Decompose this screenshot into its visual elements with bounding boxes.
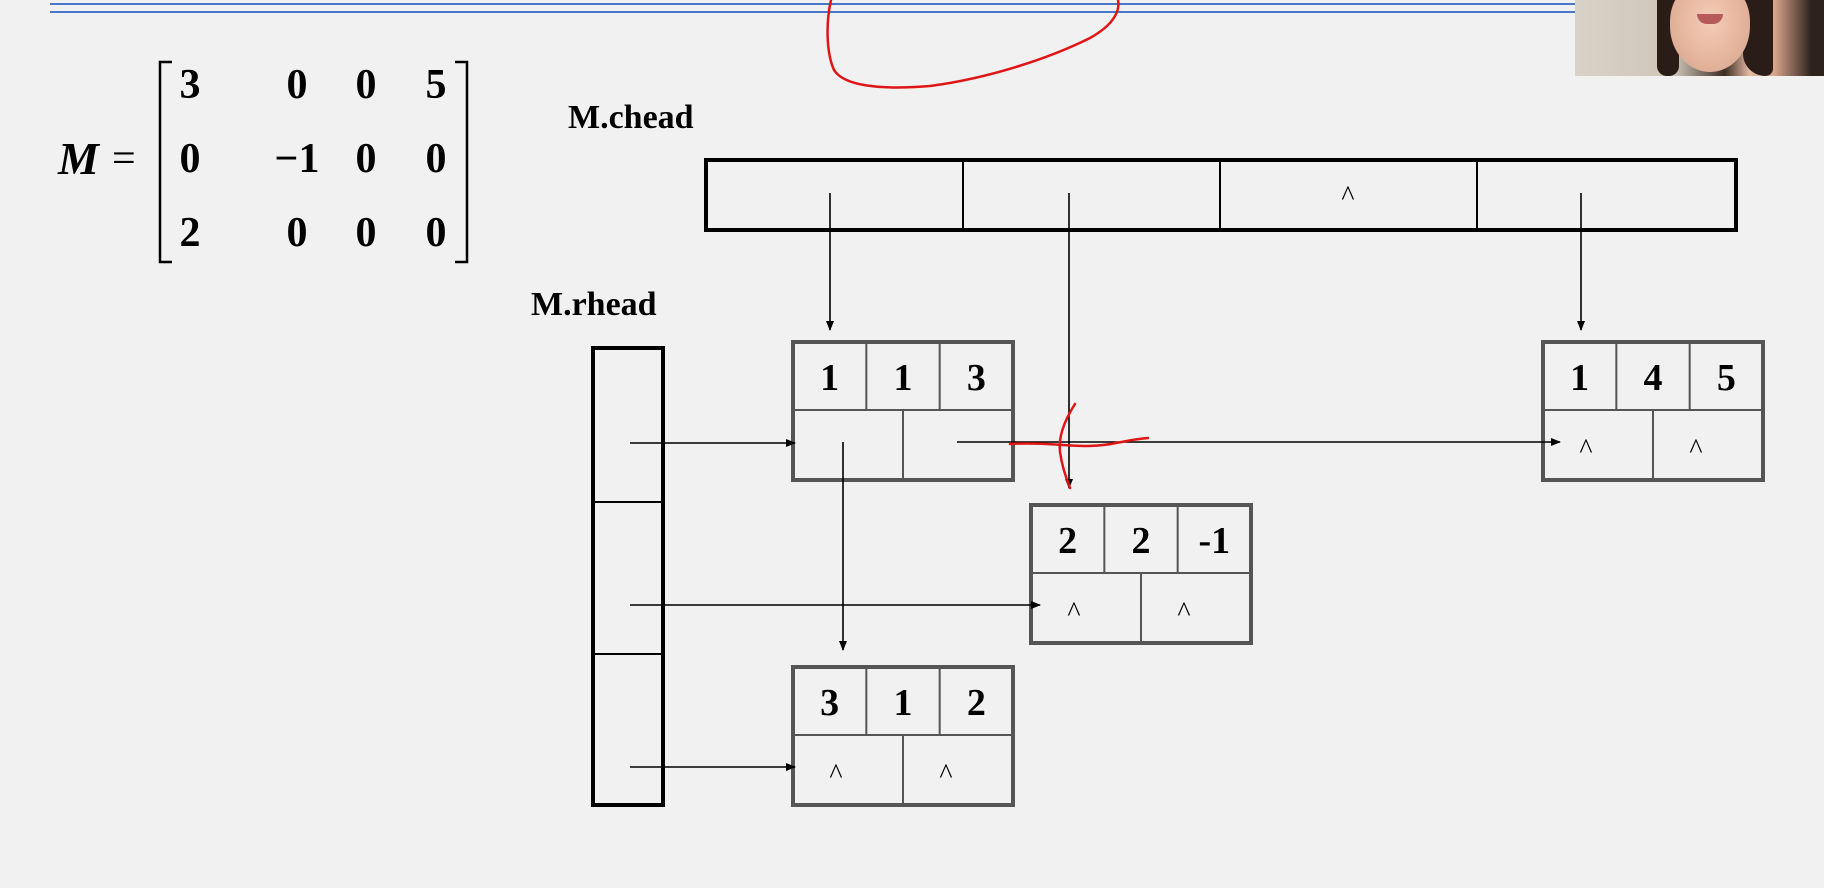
node-pointer-down: ^ xyxy=(939,759,952,790)
node-layer: 1 1 3 1 4 5 ^ ^ 2 2 -1 ^ ^ 3 1 2 ^ ^ xyxy=(791,340,1765,807)
matrix-cell: 0 xyxy=(356,210,377,256)
matrix-right-bracket xyxy=(455,60,469,264)
chead-cell-3: ^ xyxy=(1341,181,1354,212)
node-field-value: 3 xyxy=(967,357,986,399)
matrix-cell: 0 xyxy=(287,62,308,108)
matrix-cell: 0 xyxy=(287,210,308,256)
node-pointer-down: ^ xyxy=(1689,434,1702,465)
node-3-1-2: 3 1 2 ^ ^ xyxy=(791,665,1015,807)
node-2-2-neg1: 2 2 -1 ^ ^ xyxy=(1029,503,1253,645)
pointer-arrows xyxy=(630,193,1585,771)
matrix-cell: 5 xyxy=(426,62,447,108)
slide-top-rule xyxy=(50,3,1575,13)
matrix-cell: −1 xyxy=(275,136,320,182)
presenter-webcam-overlay xyxy=(1575,0,1824,76)
matrix-cell: 0 xyxy=(426,210,447,256)
matrix-cells: 3 0 0 5 0 −1 0 0 2 0 0 0 xyxy=(180,62,447,256)
red-annotation xyxy=(826,0,1150,490)
rhead-label: M.rhead xyxy=(531,286,657,323)
annotation-cross-stroke-vertical xyxy=(1058,402,1077,490)
matrix-cell: 0 xyxy=(356,136,377,182)
node-pointer-right: ^ xyxy=(1579,434,1592,465)
node-field-value: 2 xyxy=(967,682,986,724)
node-field-row: 1 xyxy=(820,357,839,399)
matrix-cell: 2 xyxy=(180,210,201,256)
matrix-name: M xyxy=(57,133,101,184)
rhead-array xyxy=(591,346,665,807)
node-1-1-3: 1 1 3 xyxy=(791,340,1015,482)
node-pointer-right: ^ xyxy=(1067,597,1080,628)
node-field-row: 2 xyxy=(1058,520,1077,562)
annotation-cross-stroke-horizontal xyxy=(1008,436,1150,448)
node-pointer-right: ^ xyxy=(829,759,842,790)
node-field-col: 1 xyxy=(894,682,913,724)
node-pointer-down: ^ xyxy=(1177,597,1190,628)
matrix-equals: = xyxy=(112,136,136,182)
node-field-col: 4 xyxy=(1644,357,1663,399)
matrix-cell: 0 xyxy=(356,62,377,108)
node-field-row: 3 xyxy=(820,682,839,724)
node-field-row: 1 xyxy=(1570,357,1589,399)
node-field-col: 1 xyxy=(894,357,913,399)
matrix-expression: M = 3 0 0 5 0 −1 0 0 2 0 0 0 xyxy=(57,60,469,264)
node-field-col: 2 xyxy=(1132,520,1151,562)
matrix-cell: 0 xyxy=(180,136,201,182)
chead-array: ^ xyxy=(704,158,1738,232)
annotation-loop-stroke xyxy=(826,0,1120,89)
node-field-value: 5 xyxy=(1717,357,1736,399)
chead-label: M.chead xyxy=(568,99,694,136)
node-1-4-5: 1 4 5 ^ ^ xyxy=(1541,340,1765,482)
matrix-left-bracket xyxy=(158,60,172,264)
matrix-cell: 3 xyxy=(180,62,201,108)
node-field-value: -1 xyxy=(1199,520,1231,562)
matrix-cell: 0 xyxy=(426,136,447,182)
